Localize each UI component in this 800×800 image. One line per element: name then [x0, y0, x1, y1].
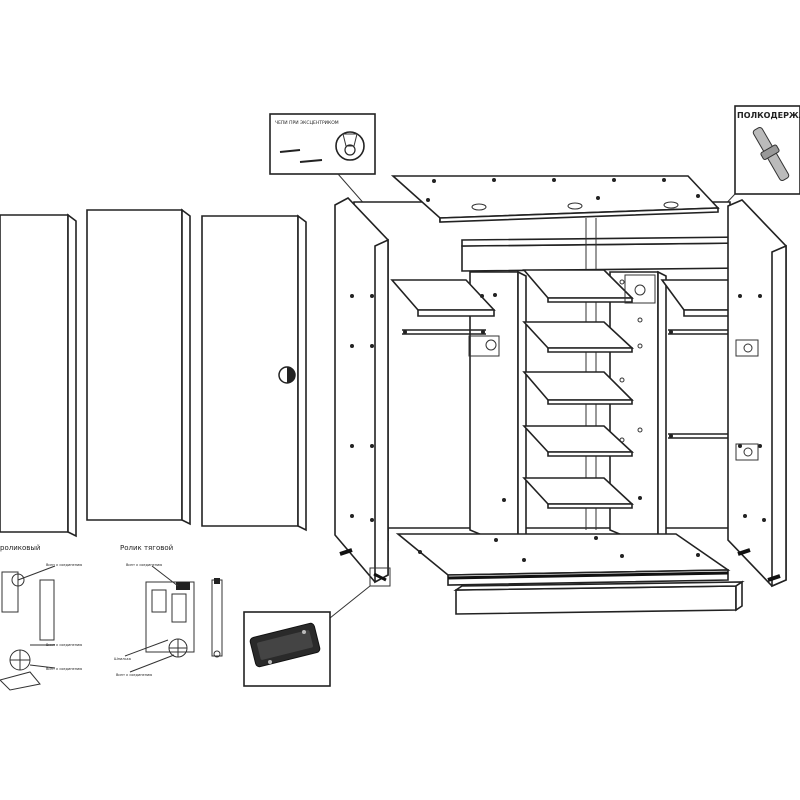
roller-detail-right: Ролик тяговой Винт к соединению Шпилька …	[114, 544, 223, 677]
right-note-1: Винт к соединению	[126, 563, 162, 567]
center-shelf-stack	[522, 269, 635, 509]
left-note-2: Винт к соединению	[46, 643, 82, 647]
door-panel-3	[201, 214, 307, 532]
left-compartment	[390, 279, 500, 357]
shelf-support-title: ПОЛКОДЕРЖАТЕЛЬ	[737, 111, 800, 120]
glide-pad-callout	[243, 567, 391, 687]
fitting-callout-top: ЧЕПИ ПРИ ЭКСЦЕНТРИКОМ	[269, 113, 483, 339]
plinth	[453, 580, 745, 615]
bottom-panel	[395, 533, 731, 586]
left-note-3: Винт к соединению	[46, 667, 82, 671]
door-panel-1	[0, 213, 77, 538]
door-panel-2	[86, 208, 191, 526]
side-panel-right	[727, 199, 787, 588]
fitting-callout-label: ЧЕПИ ПРИ ЭКСЦЕНТРИКОМ	[275, 120, 339, 126]
partition-right	[609, 270, 667, 554]
top-panel	[390, 175, 720, 223]
roller-detail-left: роликовый Винт к соединению Винт к соеди…	[0, 544, 82, 691]
right-note-3: Винт к соединению	[116, 673, 152, 677]
shelf-support-callout: ПОЛКОДЕРЖАТЕЛЬ	[649, 105, 800, 286]
shelf-support-pin-icon	[752, 126, 790, 182]
detail-right-title: Ролик тяговой	[120, 544, 173, 552]
right-note-2: Шпилька	[114, 657, 131, 661]
wardrobe-body	[334, 175, 787, 615]
left-note-1: Винт к соединению	[46, 563, 82, 567]
detail-left-title: роликовый	[0, 544, 40, 552]
front-rail	[461, 236, 747, 272]
side-panel-left	[334, 197, 389, 584]
glide-pad-icon	[249, 622, 321, 668]
